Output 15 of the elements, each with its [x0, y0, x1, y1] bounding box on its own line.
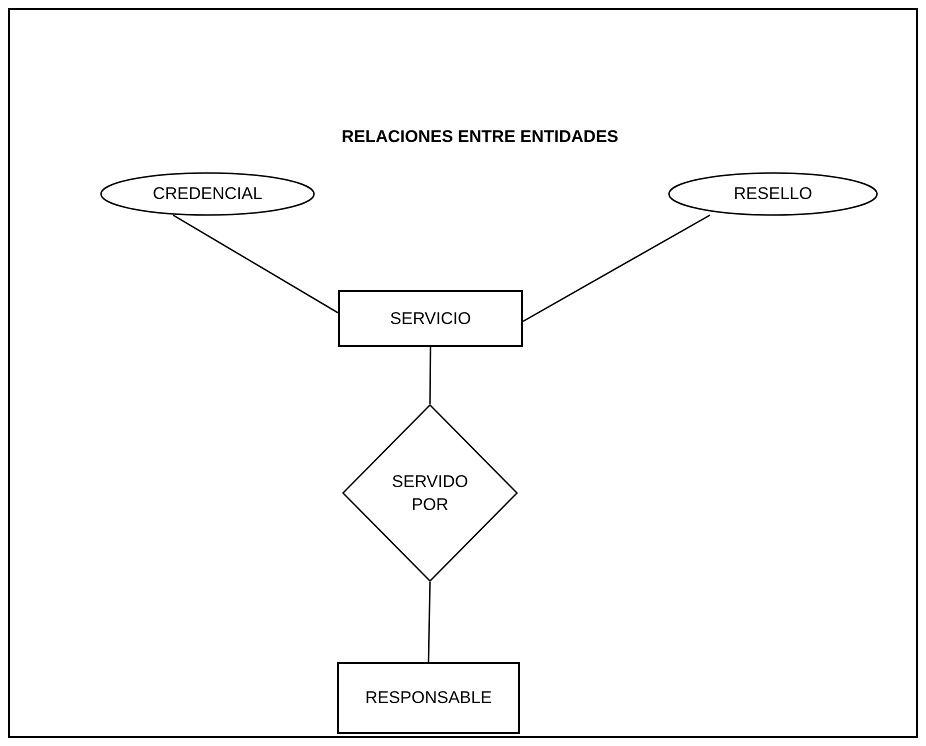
entity-box: [338, 290, 523, 347]
connector-line: [522, 214, 710, 322]
node-label: RESPONSABLE: [365, 687, 492, 710]
entity-box: [337, 662, 520, 734]
node-label: RESELLO: [734, 183, 812, 206]
relationship-diamond: [342, 404, 518, 582]
connector-line: [428, 582, 431, 662]
attribute-ellipse: [668, 172, 878, 216]
node-label: SERVICIO: [390, 308, 471, 330]
connector-line: [429, 347, 432, 404]
node-label: SERVIDO POR: [390, 470, 470, 516]
attribute-ellipse: [100, 172, 315, 216]
diagram-title: RELACIONES ENTRE ENTIDADES: [340, 126, 620, 148]
node-label: CREDENCIAL: [152, 183, 262, 206]
connector-line: [172, 214, 338, 314]
